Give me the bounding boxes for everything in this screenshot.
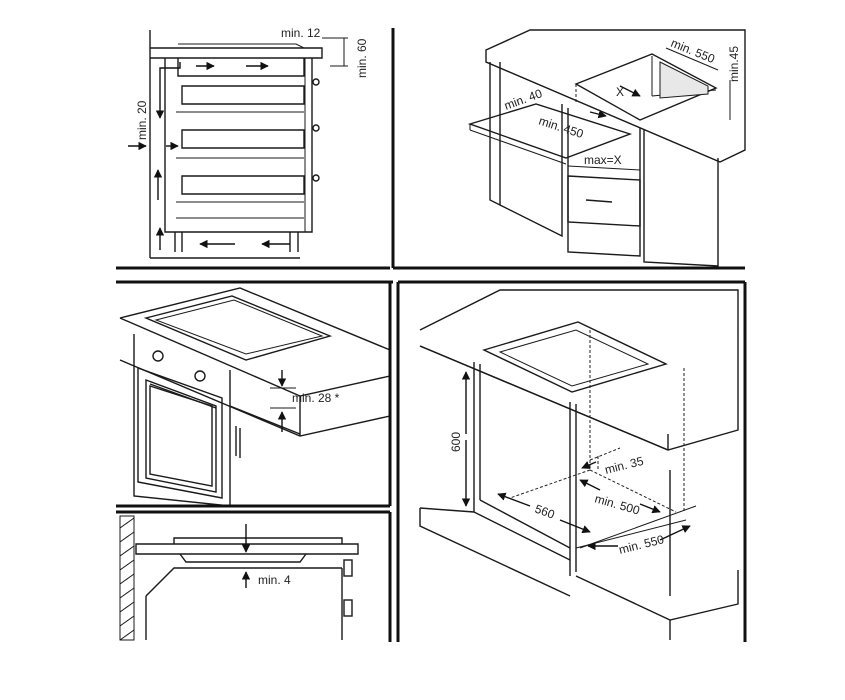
- label-min-12: min. 12: [281, 26, 321, 40]
- label-max-x: max=X: [584, 153, 622, 167]
- panel-hob-clearance-section: min. 4: [119, 515, 359, 641]
- label-min-40: min. 40: [502, 86, 544, 113]
- label-min-4: min. 4: [258, 573, 291, 587]
- label-min-60: min. 60: [355, 38, 369, 78]
- panel-drawer-perspective: min. 550 min.45 min. 40 X min. 450 max=X: [467, 29, 746, 267]
- label-x: X: [616, 85, 624, 99]
- label-min-28: min. 28 *: [292, 391, 340, 405]
- panel-cabinet-dimensions: 600 min. 35 min. 500 560 min. 550: [419, 289, 739, 640]
- label-min-550-top: min. 550: [669, 36, 717, 66]
- label-min-35: min. 35: [603, 454, 645, 477]
- panel-ventilation-side-view: min. 12 min. 60 min. 20: [128, 26, 369, 259]
- label-560: 560: [533, 502, 557, 522]
- panel-built-in-oven: min. 28 *: [119, 287, 391, 507]
- label-min-45: min.45: [727, 46, 741, 82]
- label-min-20: min. 20: [135, 100, 149, 140]
- label-min-500: min. 500: [593, 491, 641, 517]
- panel-frame: [116, 28, 747, 642]
- label-600: 600: [449, 432, 463, 452]
